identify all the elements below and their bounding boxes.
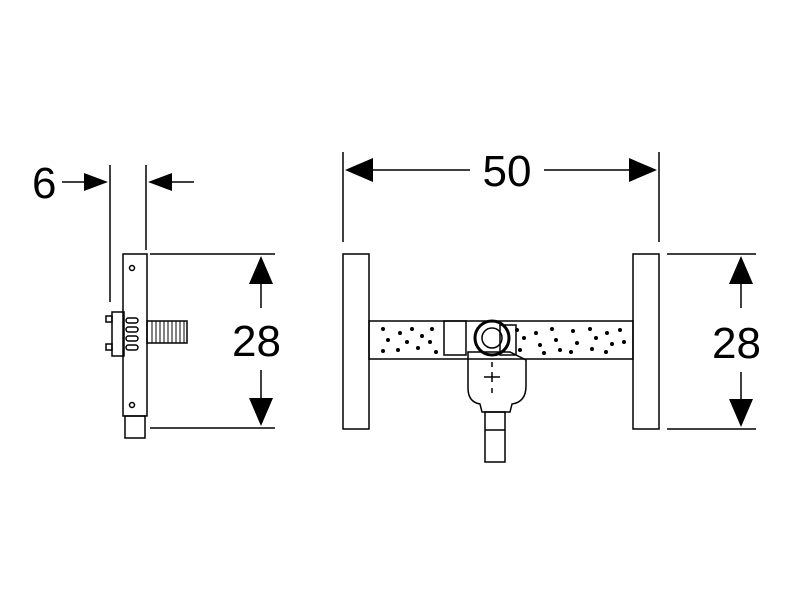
side-bracket-lug-bottom	[105, 343, 113, 351]
front-left-post	[342, 253, 370, 430]
front-height-label: 28	[712, 319, 761, 368]
front-width-label: 50	[483, 147, 532, 196]
front-height-arrow-bottom	[729, 399, 753, 427]
side-bracket-clip	[111, 311, 125, 357]
side-height-arrow-top	[249, 256, 273, 284]
front-elbow-ring-outer	[473, 319, 511, 357]
side-depth-arrow-right	[148, 173, 172, 191]
side-bracket-lug-top	[105, 315, 113, 323]
front-elbow-ring-inner	[481, 327, 503, 349]
front-height-arrow-top	[729, 256, 753, 284]
side-view	[62, 165, 275, 439]
side-panel-hole-top	[128, 264, 136, 272]
front-outlet-pipe	[484, 411, 506, 463]
side-slot-2	[125, 326, 139, 333]
side-height-arrow-bottom	[249, 398, 273, 426]
front-centre-mark	[484, 362, 500, 393]
front-width-arrow-right	[629, 158, 657, 182]
front-view	[342, 152, 756, 463]
side-depth-label: 6	[32, 159, 56, 208]
side-height-label: 28	[232, 317, 281, 366]
front-clamp-block-left	[443, 320, 467, 356]
side-slot-4	[125, 344, 139, 351]
front-right-post	[632, 253, 660, 430]
side-slot-3	[125, 335, 139, 342]
front-crossbar	[368, 320, 634, 360]
front-width-arrow-left	[345, 158, 373, 182]
side-panel-foot	[124, 415, 146, 439]
side-depth-arrow-left	[84, 173, 108, 191]
side-thread-lines	[151, 321, 185, 343]
side-slot-1	[125, 317, 139, 324]
side-panel-hole-bottom	[128, 401, 136, 409]
side-threaded-connector	[146, 320, 188, 344]
side-panel	[122, 253, 148, 417]
front-crossbar-perforations	[381, 327, 626, 355]
front-clamp-block-right	[499, 324, 517, 356]
front-elbow-body	[467, 351, 527, 413]
